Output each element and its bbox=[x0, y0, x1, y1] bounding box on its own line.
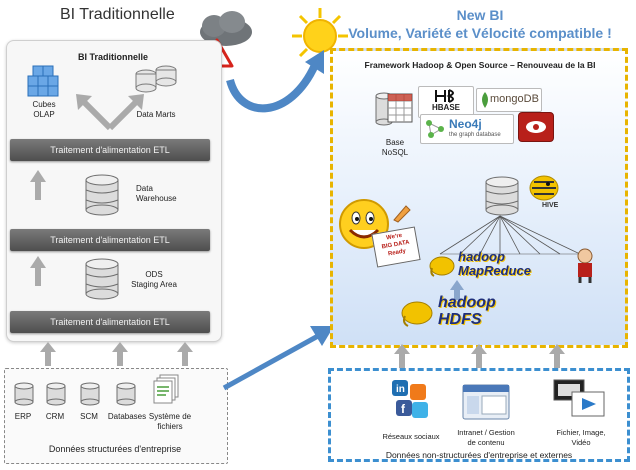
transition-arrow-bottom bbox=[222, 326, 334, 391]
source-erp-label: ERP bbox=[14, 412, 32, 421]
up-arrow-ods bbox=[30, 256, 46, 286]
hive-label: HIVE bbox=[542, 202, 559, 209]
right-panel-header: Framework Hadoop & Open Source – Renouve… bbox=[364, 60, 596, 70]
source-scm-label: SCM bbox=[80, 412, 98, 421]
etl-bar-top: Traitement d'alimentation ETL bbox=[10, 139, 210, 161]
neo4j-graph-icon bbox=[426, 120, 444, 138]
intranet-label: Intranet / Gestion de contenu bbox=[457, 428, 515, 447]
data-marts-label: Data Marts bbox=[136, 110, 176, 119]
storm-cloud-icon bbox=[200, 11, 252, 46]
smiley-icon bbox=[339, 199, 389, 249]
nosql-table-icon bbox=[375, 92, 413, 126]
ods-staging-icon bbox=[85, 258, 119, 300]
svg-text:f: f bbox=[401, 402, 406, 416]
source-file-system-label: Système de fichiers bbox=[148, 412, 192, 431]
svg-text:in: in bbox=[396, 384, 405, 395]
left-panel-header: BI Traditionnelle bbox=[77, 52, 148, 62]
structured-sources-box bbox=[4, 368, 228, 464]
transition-arrow-top bbox=[226, 50, 324, 113]
hdfs-to-mapreduce-arrow bbox=[450, 280, 464, 300]
data-marts-icon bbox=[135, 65, 177, 93]
right-title: New BI Volume, Variété et Vélocité compa… bbox=[348, 7, 612, 41]
mapreduce-connection-lines bbox=[439, 215, 590, 255]
olap-cube-icon bbox=[27, 65, 59, 97]
data-warehouse-icon bbox=[85, 174, 119, 216]
hbase-h-glyph bbox=[435, 89, 454, 103]
structured-sources-caption: Données structurées d'entreprise bbox=[48, 444, 182, 454]
etl-to-cubes-arrows bbox=[76, 94, 144, 131]
source-crm-label: CRM bbox=[45, 412, 65, 421]
cubes-olap-label: Cubes OLAP bbox=[32, 100, 56, 119]
left-title: BI Traditionnelle bbox=[60, 6, 175, 23]
source-up-arrows bbox=[40, 342, 193, 366]
media-files-label: Fichier, Image, Vidéo bbox=[556, 428, 606, 447]
mongodb-logo: mongoDB bbox=[476, 88, 542, 112]
intranet-window-icon bbox=[462, 384, 510, 420]
source-databases-label: Databases bbox=[107, 412, 147, 421]
hbase-logo: HBASE bbox=[418, 86, 474, 118]
hadoop-hdfs-logo: hadoop HDFS bbox=[400, 294, 580, 332]
unstructured-up-arrows bbox=[394, 344, 565, 368]
etl-bar-bottom: Traitement d'alimentation ETL bbox=[10, 311, 210, 333]
media-files-icon bbox=[553, 379, 605, 417]
hive-bee-icon bbox=[529, 175, 559, 201]
pencil-icon bbox=[393, 205, 411, 223]
hive-db-icon bbox=[485, 176, 519, 216]
file-system-icon bbox=[153, 374, 179, 404]
mongodb-leaf-icon bbox=[482, 92, 488, 108]
crm-db-icon bbox=[46, 382, 66, 406]
hadoop-mapreduce-logo: hadoop MapReduce bbox=[428, 250, 570, 282]
hdfs-elephant-icon bbox=[401, 301, 433, 327]
scm-db-icon bbox=[80, 382, 100, 406]
social-networks-label: Réseaux sociaux bbox=[382, 432, 440, 441]
mascot-character-icon bbox=[577, 248, 593, 283]
data-warehouse-label: Data Warehouse bbox=[136, 184, 177, 203]
red-db-logo bbox=[518, 112, 554, 142]
erp-db-icon bbox=[14, 382, 34, 406]
databases-db-icon bbox=[116, 382, 136, 406]
ods-staging-label: ODS Staging Area bbox=[131, 270, 177, 289]
hadoop-elephant-icon bbox=[429, 256, 455, 277]
up-arrow-dw bbox=[30, 170, 46, 200]
unstructured-sources-caption: Données non-structurées d'entreprise et … bbox=[385, 450, 573, 460]
etl-bar-middle: Traitement d'alimentation ETL bbox=[10, 229, 210, 251]
nosql-label: Base NoSQL bbox=[381, 138, 409, 157]
neo4j-logo: Neo4j the graph database bbox=[420, 114, 514, 144]
social-network-icons: in f bbox=[392, 380, 428, 418]
red-db-eye-icon bbox=[526, 121, 546, 133]
